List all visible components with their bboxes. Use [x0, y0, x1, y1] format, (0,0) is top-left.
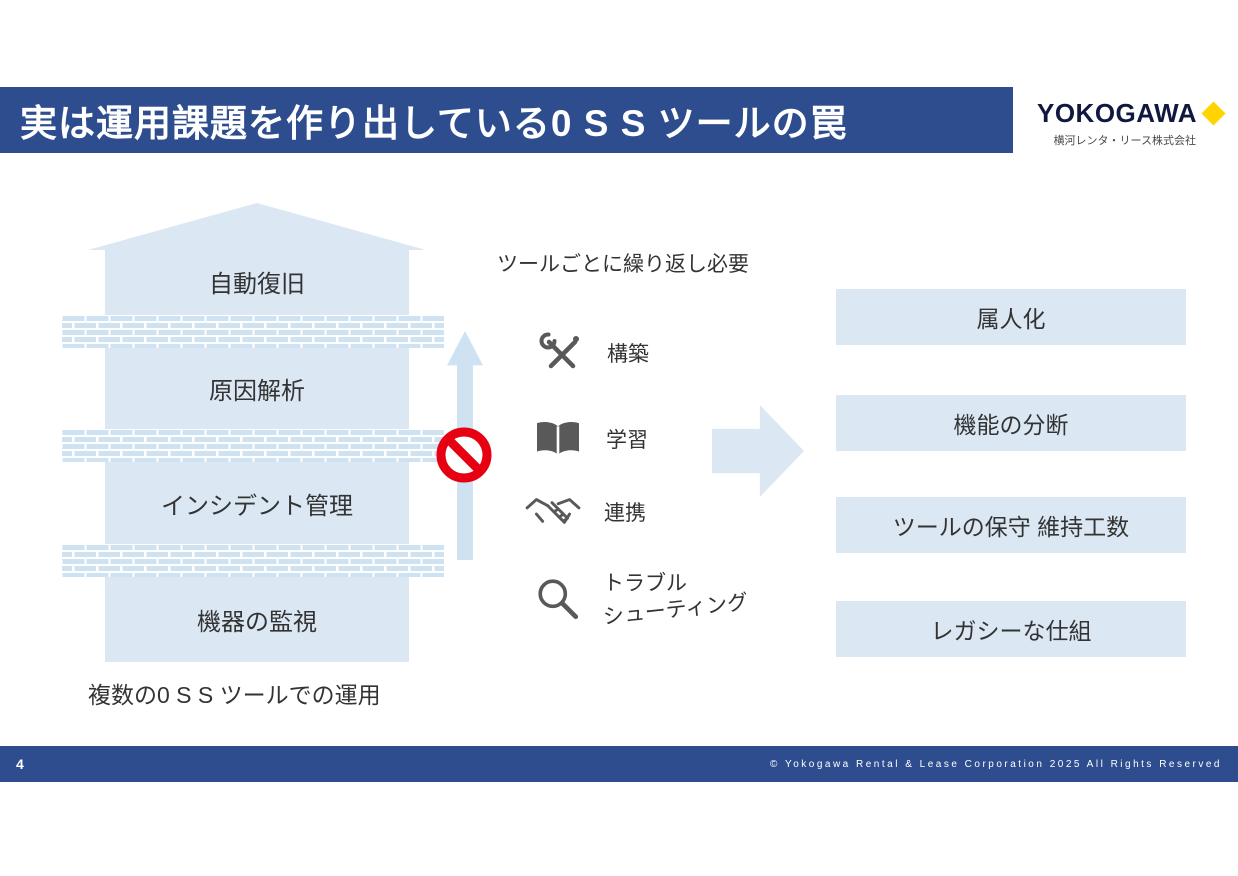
stack-level-label: インシデント管理	[161, 492, 353, 520]
page-number: 4	[16, 756, 24, 772]
result-box-label: ツールの保守 維持工数	[892, 514, 1130, 540]
stack-caption: 複数の0 S S ツールでの運用	[88, 682, 381, 708]
copyright-text: © Yokogawa Rental & Lease Corporation 20…	[770, 758, 1222, 770]
middle-heading: ツールごとに繰り返し必要	[497, 253, 749, 276]
book-icon	[532, 418, 584, 460]
list-item-learning: 学習	[532, 418, 648, 460]
slide-title-bar: 実は運用課題を作り出している0 S S ツールの罠	[0, 87, 1013, 153]
list-item-build: 構築	[537, 330, 649, 376]
list-item-label: 学習	[606, 429, 648, 452]
result-box-label: レガシーな仕組	[930, 618, 1092, 644]
result-box-maintenance: ツールの保守 維持工数	[836, 497, 1186, 553]
list-item-cooperation: 連携	[524, 493, 646, 531]
right-arrow-shape	[712, 405, 804, 497]
brick-wall-divider	[62, 544, 444, 577]
brick-wall-divider	[62, 315, 444, 348]
stack-level-label: 機器の監視	[197, 609, 317, 636]
stack-level-incident-management: インシデント管理	[105, 462, 409, 544]
slide-footer: 4 © Yokogawa Rental & Lease Corporation …	[0, 746, 1238, 782]
result-box-fragmentation: 機能の分断	[836, 395, 1186, 451]
brick-wall-divider	[62, 429, 444, 462]
troubleshooting-line1: トラブル	[603, 572, 687, 595]
list-item-troubleshooting: トラブル シューティング	[535, 567, 749, 631]
list-item-label: トラブル シューティング	[602, 567, 749, 631]
list-item-label: 連携	[604, 502, 646, 525]
no-entry-icon	[436, 427, 492, 483]
result-box-label: 属人化	[976, 306, 1046, 332]
stack-level-root-cause: 原因解析	[105, 348, 409, 429]
handshake-icon	[524, 493, 582, 531]
yokogawa-diamond-icon	[1201, 101, 1226, 126]
stack-level-auto-recovery: 自動復旧	[88, 203, 426, 315]
company-logo: YOKOGAWA 横河レンタ・リース株式会社	[1012, 98, 1226, 148]
yokogawa-logo-text: YOKOGAWA	[1036, 98, 1197, 128]
tools-icon	[537, 330, 585, 376]
company-name: 横河レンタ・リース株式会社	[1053, 135, 1196, 147]
list-item-label: 構築	[607, 343, 649, 366]
result-box-personalization: 属人化	[836, 289, 1186, 345]
stack-level-label: 自動復旧	[209, 271, 305, 298]
page-title: 実は運用課題を作り出している0 S S ツールの罠	[20, 103, 848, 144]
stack-level-label: 原因解析	[209, 378, 305, 405]
result-box-label: 機能の分断	[953, 412, 1069, 438]
magnifier-icon	[535, 576, 581, 622]
result-box-legacy: レガシーな仕組	[836, 601, 1186, 657]
stack-level-device-monitoring: 機器の監視	[105, 577, 409, 662]
